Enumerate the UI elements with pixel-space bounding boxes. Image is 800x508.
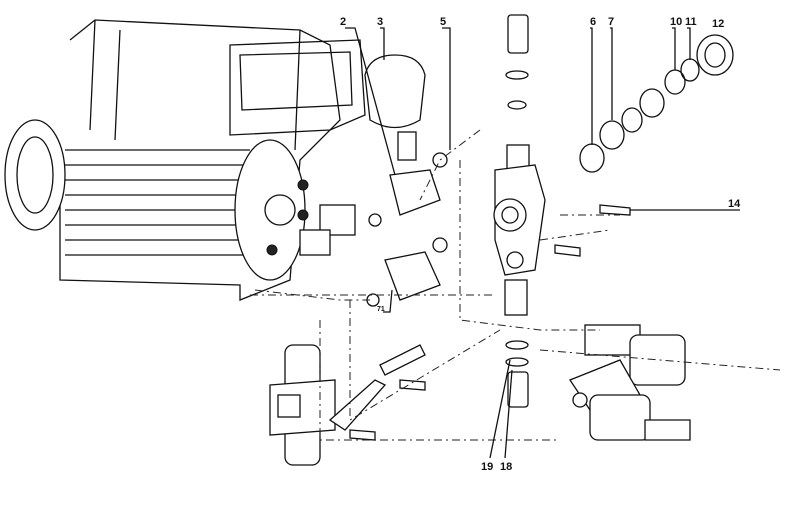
assembly-lines <box>250 129 781 441</box>
part-label-14: 14 <box>728 198 741 210</box>
part-label-3: 3 <box>377 16 383 28</box>
bolts <box>349 204 631 441</box>
part-label-10: 10 <box>670 16 682 28</box>
unloader-assembly <box>569 324 691 441</box>
part-label-18: 18 <box>500 461 512 473</box>
elbow-fitting <box>384 251 441 301</box>
part-label-71: 71 <box>377 306 385 313</box>
part-label-5: 5 <box>440 16 446 28</box>
pump-manifold <box>493 14 546 408</box>
part-label-2: 2 <box>340 16 346 28</box>
part-label-6: 6 <box>590 16 596 28</box>
electric-motor <box>4 19 366 301</box>
valve-body <box>269 344 426 466</box>
part-label-19: 19 <box>481 461 493 473</box>
leader-lines <box>345 27 740 459</box>
o-rings <box>366 34 734 367</box>
part-label-11: 11 <box>685 16 697 28</box>
part-label-12: 12 <box>712 18 724 30</box>
pressure-accumulator <box>299 54 441 256</box>
part-label-7: 7 <box>608 16 614 28</box>
